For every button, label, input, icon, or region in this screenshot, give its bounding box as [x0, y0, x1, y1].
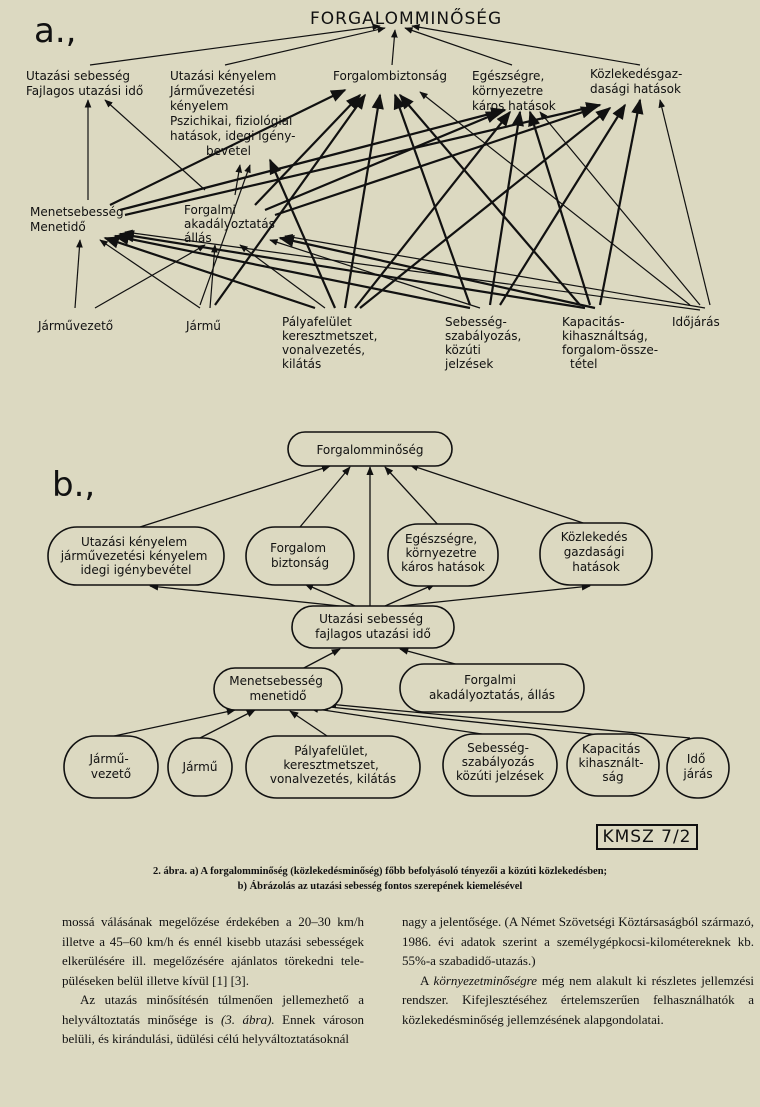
node-b-egeszsegre: Egészségre, környezetre káros hatások	[401, 532, 485, 574]
node-a-forgalmi-akadalyoztatas: Forgalmi akadályoztatás állás	[184, 203, 279, 245]
node-a-menetsebesseg: Menetsebesség Menetidő	[30, 205, 127, 234]
node-b-kapacitas: Kapacitás kihasznált- ság	[579, 742, 648, 784]
node-b-forgalomminoseg: Forgalomminőség	[316, 443, 423, 457]
node-b-kozlekedes-gazdasagi: Közlekedés gazdasági hatások	[561, 530, 632, 574]
paragraph-right-2-text-b: még nem alakult ki részletes jellemzési …	[402, 972, 754, 1027]
node-b-jarmuvezeto: Jármű- vezető	[88, 752, 132, 781]
paragraph-right-1: nagy a jelentősége. (A Német Szövetségi …	[402, 914, 754, 968]
figure-a: a., FORGALOMMINŐSÉG Utazási sebesség Faj…	[26, 7, 720, 371]
node-a-jarmuvezeto: Járművezető	[37, 319, 113, 333]
node-a-palyafelulet: Pályafelület keresztmetszet, vonalvezeté…	[282, 315, 381, 371]
text-column-right: nagy a jelentősége. (A Német Szövetségi …	[402, 912, 754, 1029]
paragraph-left-1: mossá válásának megelőzése érdekében a 2…	[62, 914, 364, 988]
paragraph-right-2: A környezetminőségre még nem alakult ki …	[402, 971, 754, 1030]
node-a-sebessegszabalyozas: Sebesség- szabályozás, közúti jelzések	[444, 315, 525, 371]
figure-caption: 2. ábra. a) A forgalomminőség (közlekedé…	[40, 864, 720, 894]
figure-b-arrows	[104, 464, 691, 739]
figure-diagrams: a., FORGALOMMINŐSÉG Utazási sebesség Faj…	[26, 7, 730, 799]
paragraph-left-2-text-b: Ennek városon belüli, és kirándulási, üd…	[62, 1011, 365, 1047]
node-b-forgalmi-akadalyoztatas: Forgalmi akadályoztatás, állás	[429, 673, 555, 702]
emphasized-term: környezetminőségre	[433, 972, 538, 988]
node-a-utazasi-sebesseg: Utazási sebesség Fajlagos utazási idő	[26, 69, 143, 98]
figure-stamp: KMSZ 7/2	[596, 824, 698, 850]
node-b-idojaras: Idő járás	[682, 752, 712, 781]
node-a-idojaras: Időjárás	[672, 315, 720, 329]
figure-a-letter: a.,	[34, 11, 76, 51]
figure-b-boxes	[47, 431, 730, 799]
node-b-menetsebesseg: Menetsebesség menetidő	[229, 674, 326, 703]
node-a-utazasi-kenyelem: Utazási kényelem Járművezetési kényelem …	[169, 69, 299, 158]
paragraph-left-2-text-a: Az utazás minősítésén túlmenően jellemez…	[62, 992, 364, 1027]
caption-line-2: b) Ábrázolás az utazási sebesség fontos …	[237, 881, 523, 892]
node-b-utazasi-kenyelem: Utazási kényelem járművezetési kényelem …	[60, 535, 212, 577]
node-b-palyafelulet: Pályafelület, keresztmetszet, vonalvezet…	[270, 744, 396, 786]
paragraph-right-2-text-a: A	[420, 972, 434, 988]
node-b-jarmu: Jármű	[182, 760, 218, 774]
node-a-forgalombiztonsag: Forgalombiztonság	[333, 69, 447, 83]
caption-line-1: 2. ábra. a) A forgalomminőség (közlekedé…	[152, 866, 608, 877]
text-column-left: mossá válásának megelőzése érdekében a 2…	[62, 912, 364, 1049]
node-b-utazasi-sebesseg: Utazási sebesség fajlagos utazási idő	[315, 612, 431, 641]
node-a-kapacitas: Kapacitás- kihasználtság, forgalom-össze…	[562, 315, 662, 371]
figure-b: b.,	[47, 431, 730, 799]
node-b-forgalom-biztonsag: Forgalom biztonság	[270, 541, 330, 570]
node-b-sebessegszabalyozas: Sebesség- szabályozás közúti jelzések	[456, 741, 544, 783]
node-a-egeszsegre: Egészségre, környezetre káros hatások	[472, 69, 556, 113]
node-a-kozlekedesgazdasagi: Közlekedésgaz- dasági hatások	[590, 67, 686, 96]
node-a-jarmu: Jármű	[185, 319, 221, 333]
figure-b-letter: b.,	[52, 465, 95, 505]
figure-reference: (3. ábra).	[220, 1011, 275, 1027]
figure-a-arrows	[74, 23, 711, 311]
figure-a-title: FORGALOMMINŐSÉG	[310, 7, 502, 29]
paragraph-left-2: Az utazás minősítésén túlmenően jellemez…	[62, 990, 364, 1049]
